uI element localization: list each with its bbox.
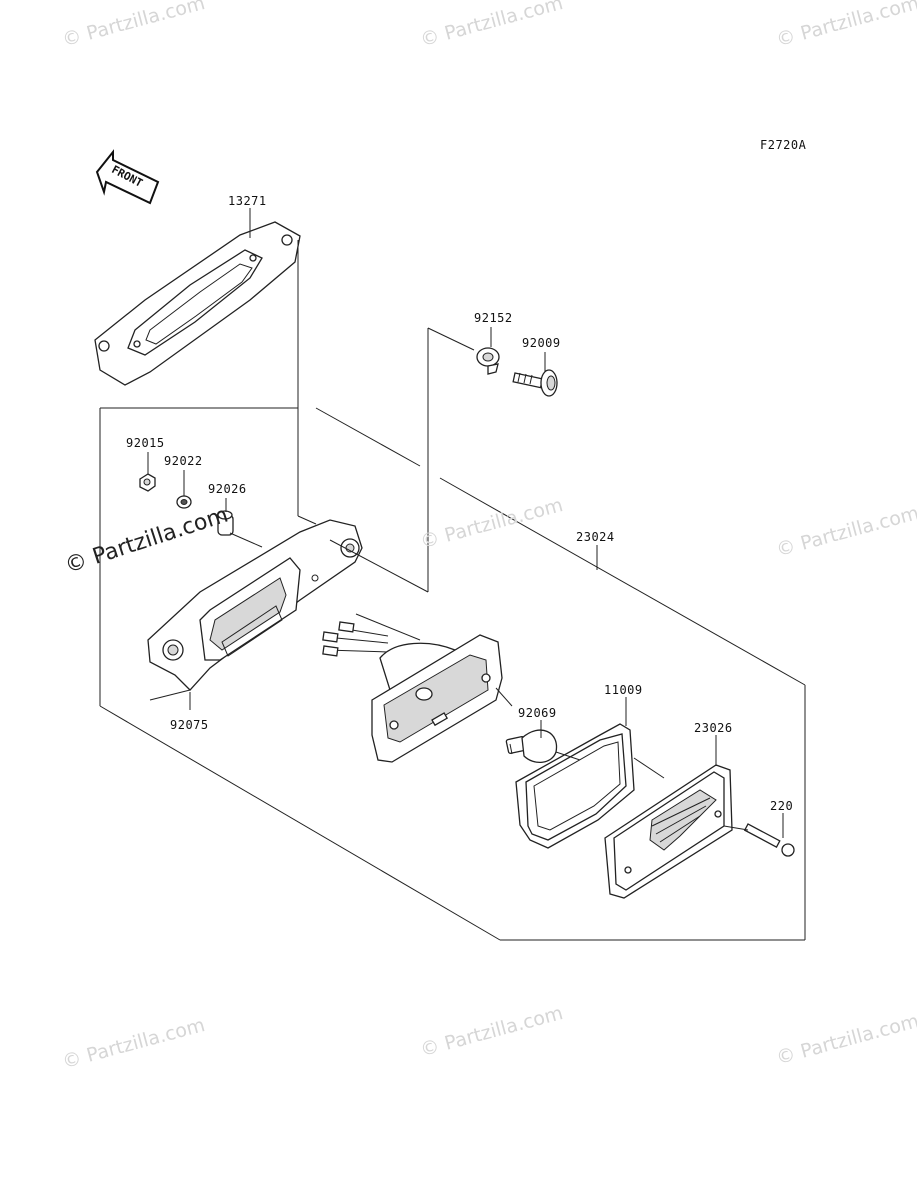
washer-92022 [176,495,192,509]
housing-92075 [147,519,363,691]
part-label-92152[interactable]: 92152 [474,311,513,325]
gasket-11009 [515,723,635,849]
bulb-92069 [505,729,558,763]
screw-92009 [512,369,558,397]
part-label-23024[interactable]: 23024 [576,530,615,544]
part-label-92022[interactable]: 92022 [164,454,203,468]
figure-code: F2720A [760,138,807,152]
screw-220 [743,823,795,857]
part-label-92009[interactable]: 92009 [522,336,561,350]
collar-92152 [476,347,500,375]
front-arrow-icon: FRONT [95,149,160,205]
part-label-92075[interactable]: 92075 [170,718,209,732]
gasket-13271 [94,221,301,386]
part-label-13271[interactable]: 13271 [228,194,267,208]
part-label-92015[interactable]: 92015 [126,436,165,450]
part-label-23026[interactable]: 23026 [694,721,733,735]
part-label-11009[interactable]: 11009 [604,683,643,697]
lens-23026 [604,764,733,899]
nut-92015 [139,473,156,492]
spacer-92026 [217,510,234,536]
assembly-outline [99,208,806,941]
part-label-220[interactable]: 220 [770,799,794,813]
part-label-92026[interactable]: 92026 [208,482,247,496]
lamp-housing [322,621,503,763]
part-label-92069[interactable]: 92069 [518,706,557,720]
